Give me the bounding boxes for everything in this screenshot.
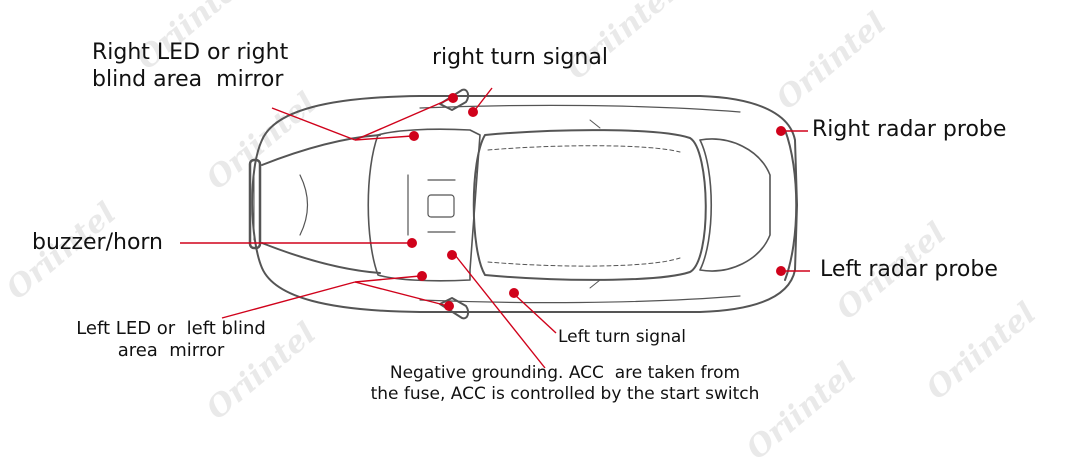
- leader-line-right-mirror: [271, 107, 356, 141]
- hood-line: [261, 242, 381, 274]
- roof-dashed: [487, 145, 681, 267]
- label-left-radar-probe: Left radar probe: [820, 257, 998, 282]
- label-right-radar-probe: Right radar probe: [812, 117, 1007, 142]
- label-right-mirror: Right LED or right blind area mirror: [92, 40, 289, 92]
- car-body-outline: [251, 95, 798, 313]
- dot-right-radar: [776, 126, 786, 136]
- dot-left-led: [417, 271, 427, 281]
- right-mirror: [439, 88, 470, 111]
- dot-right-mirror: [448, 93, 458, 103]
- label-left-turn-signal: Left turn signal: [558, 327, 686, 347]
- callout-dots: [407, 93, 786, 311]
- dot-right-led: [409, 131, 419, 141]
- car-wiring-diagram: [180, 87, 810, 369]
- windshield: [367, 128, 481, 282]
- left-mirror: [439, 297, 470, 320]
- label-right-turn-signal: right turn signal: [432, 45, 608, 70]
- label-left-mirror: Left LED or left blind area mirror: [76, 318, 266, 361]
- dot-left-turn-signal: [509, 288, 519, 298]
- dot-right-turn-signal: [468, 107, 478, 117]
- dot-grounding: [447, 250, 457, 260]
- hood-center: [299, 174, 309, 236]
- rear-window: [699, 138, 771, 272]
- leader-line-grounding: [454, 254, 546, 369]
- front-grille: [248, 158, 262, 250]
- leader-line-left-mirror: [221, 281, 356, 319]
- leader-lines: [180, 87, 810, 369]
- leader-line-right-turn-signal: [474, 87, 493, 111]
- dot-buzzer: [407, 238, 417, 248]
- car-top-view: [248, 88, 798, 320]
- leader-line-left-turn-signal: [513, 293, 557, 334]
- roof-panel: [472, 129, 707, 281]
- label-buzzer-horn: buzzer/horn: [32, 230, 164, 255]
- dot-left-mirror: [444, 301, 454, 311]
- hood-line: [261, 134, 381, 166]
- label-grounding-note: Negative grounding. ACC are taken from t…: [370, 363, 760, 404]
- rear-bumper: [784, 129, 798, 281]
- dot-left-radar: [776, 266, 786, 276]
